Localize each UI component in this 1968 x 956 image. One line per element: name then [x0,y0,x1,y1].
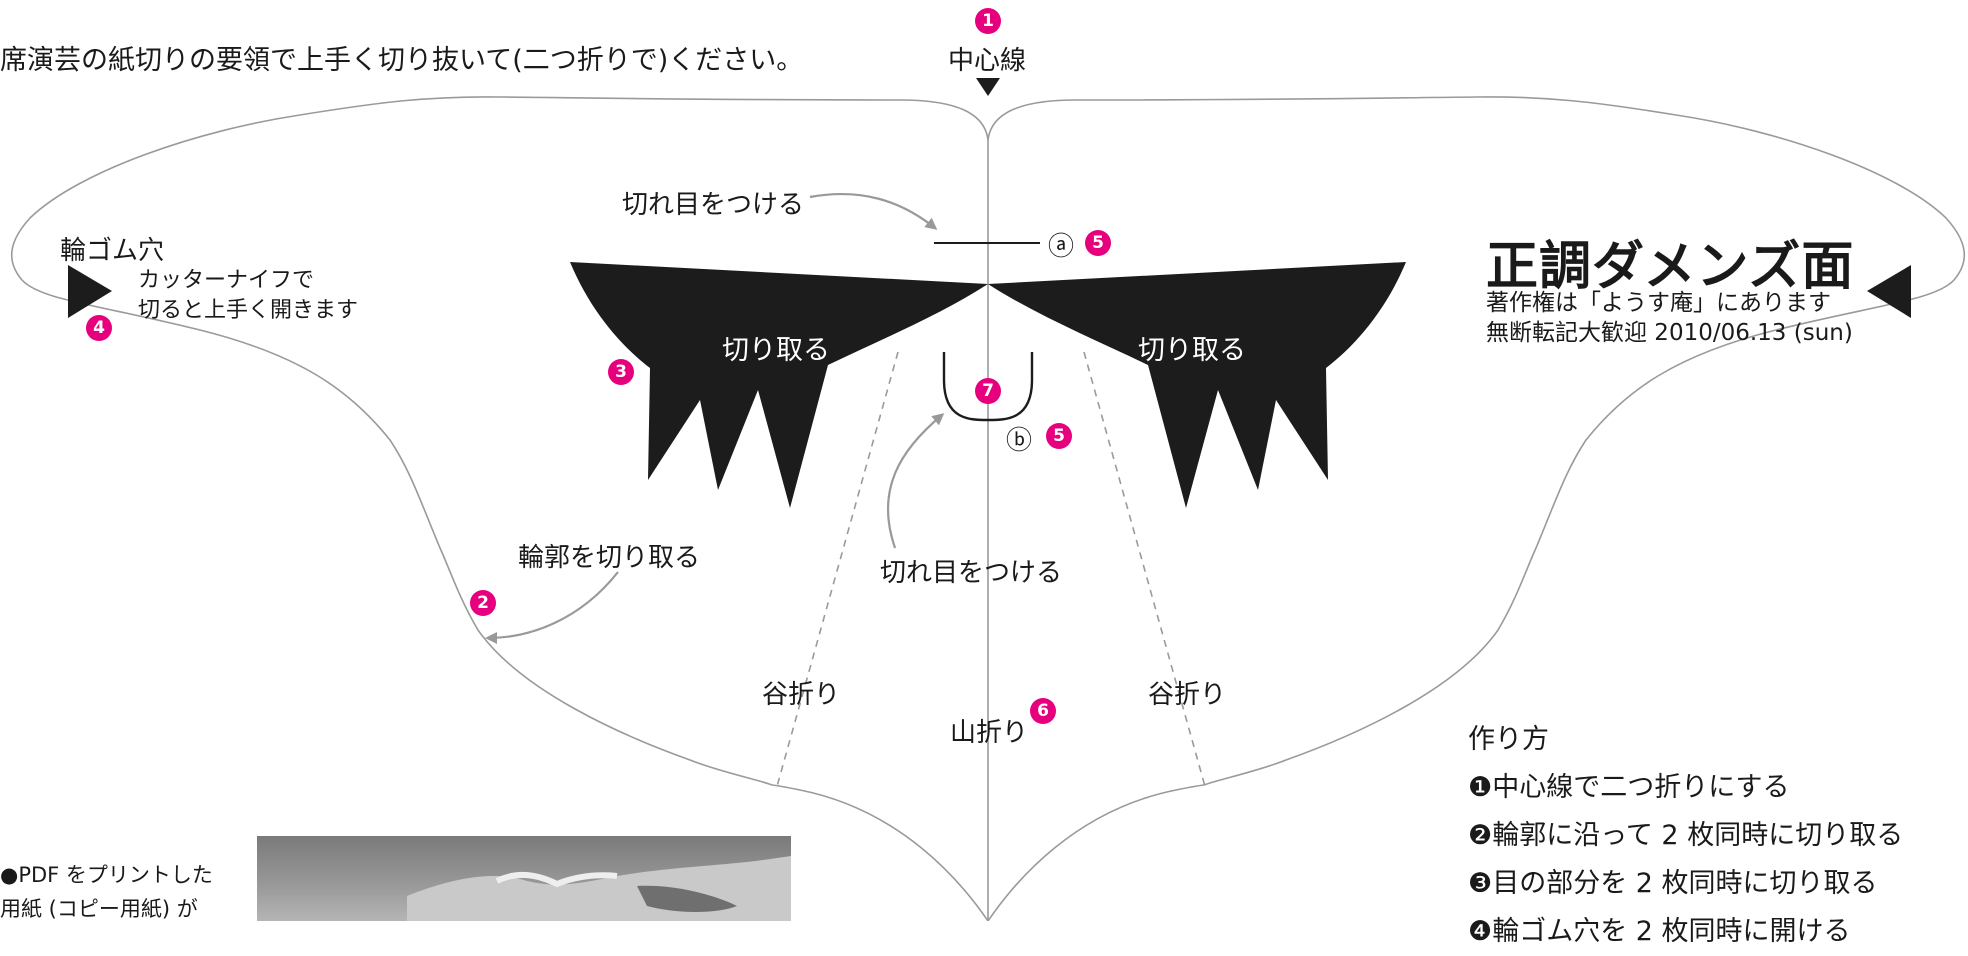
play-triangle-right-icon [1867,265,1911,318]
cut-out-left-label: 切り取る [722,335,830,366]
badge-slit-b: 5 [1046,423,1072,449]
badge-eyes: 3 [608,359,634,385]
valley-fold-line-left [775,351,899,791]
badge-center-line: 1 [975,8,1001,34]
valley-fold-right-label: 谷折り [1148,680,1227,710]
rubber-hole-label: 輪ゴム穴 [60,236,165,266]
eye-cutout-left [570,262,988,508]
play-triangle-left-icon [68,265,112,318]
title-welcome: 無断転記大歓迎 2010/06.13 (sun) [1486,320,1853,346]
cut-slit-bottom-label: 切れ目をつける [880,558,1063,588]
title-main: 正調ダメンズ面 [1486,237,1855,297]
example-photo [257,836,791,921]
center-line-label: 中心線 [948,46,1027,76]
mouth-cutout [942,352,1034,422]
center-marker-icon [976,78,1000,96]
cut-outline-label: 輪郭を切り取る [518,543,701,573]
arrow-cut-outline [485,571,619,644]
cut-slit-top-label: 切れ目をつける [622,190,805,220]
mark-b-label: ⓑ [1006,426,1033,456]
howto-section: 作り方 ❶中心線で二つ折りにする ❷輪郭に沿って 2 枚同時に切り取る ❸目の部… [1468,716,1903,956]
howto-step-1: ❶中心線で二つ折りにする [1468,772,1790,803]
cutter-note-line2: 切ると上手く開きます [138,298,359,323]
badge-outline: 2 [470,590,496,616]
mask-contour-left [10,96,989,921]
badge-mountain: 6 [1030,698,1056,724]
valley-fold-left-label: 谷折り [762,680,841,710]
howto-heading: 作り方 [1468,724,1549,755]
header-instruction: 席演芸の紙切りの要領で上手く切り抜いて(二つ折りで)ください。 [0,45,804,76]
mask-template-diagram: 席演芸の紙切りの要領で上手く切り抜いて(二つ折りで)ください。 1 中心線 切れ… [0,8,1966,947]
badge-slit-a: 5 [1085,230,1111,256]
mountain-fold-label: 山折り [950,718,1029,748]
arrow-cut-slit-top [809,193,938,230]
cut-out-right-label: 切り取る [1138,335,1246,366]
arrow-cut-slit-bottom [886,413,945,549]
mask-contour-right [987,96,1966,921]
howto-step-3: ❸目の部分を 2 枚同時に切り取る [1468,868,1878,899]
mask-outline-drawing [10,78,1966,921]
example-photo-graphic [407,856,791,921]
note-line1: ●PDF をプリントした [0,863,213,887]
howto-step-2: ❷輪郭に沿って 2 枚同時に切り取る [1468,820,1904,851]
badge-mouth: 7 [975,378,1001,404]
title-copyright: 著作権は「ようす庵」にあります [1486,290,1831,316]
howto-step-4: ❹輪ゴム穴を 2 枚同時に開ける [1468,916,1851,947]
note-line2: 用紙 (コピー用紙) が [0,897,198,921]
eye-cutout-right [988,262,1406,508]
valley-fold-line-right [1083,351,1207,791]
mark-a-label: ⓐ [1048,232,1075,262]
cutter-note-line1: カッターナイフで [138,268,315,293]
badge-hole: 4 [86,315,112,341]
